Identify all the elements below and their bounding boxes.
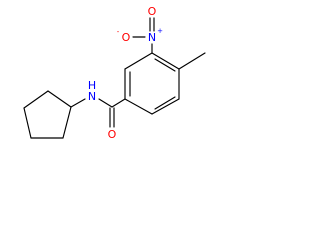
charge-minus: - [117,28,120,36]
nitro-double-bond [149,17,155,32]
bond [124,52,153,70]
benzene-ring [124,52,180,115]
molecule-structure-diagram: N H O N + O O - [23,5,206,141]
atom-label-nitro-o-left: O [122,31,131,44]
bond [154,58,176,72]
atom-label-h: H [88,79,96,92]
methyl-bond [178,52,206,70]
charge-plus: + [157,27,163,35]
bond [62,106,72,139]
bond [47,90,72,108]
amide-nitrogen-label: N H [88,79,96,103]
atom-label-nitro-o-top: O [148,5,157,18]
bond [151,52,180,70]
bond [154,96,176,110]
cyclopentyl-ring [23,90,72,139]
bond [151,98,180,115]
atom-label-n: N [88,90,96,103]
bond [23,107,32,139]
bond [98,98,113,108]
bond [70,98,86,108]
carbonyl-double-bond [109,107,115,128]
atom-label-carbonyl-o: O [108,128,117,141]
nitro-group-label: N + O O - [117,5,163,44]
bond [124,98,153,115]
atom-label-nitro-n: N [148,31,156,44]
bond [23,90,49,109]
bond [111,98,126,108]
